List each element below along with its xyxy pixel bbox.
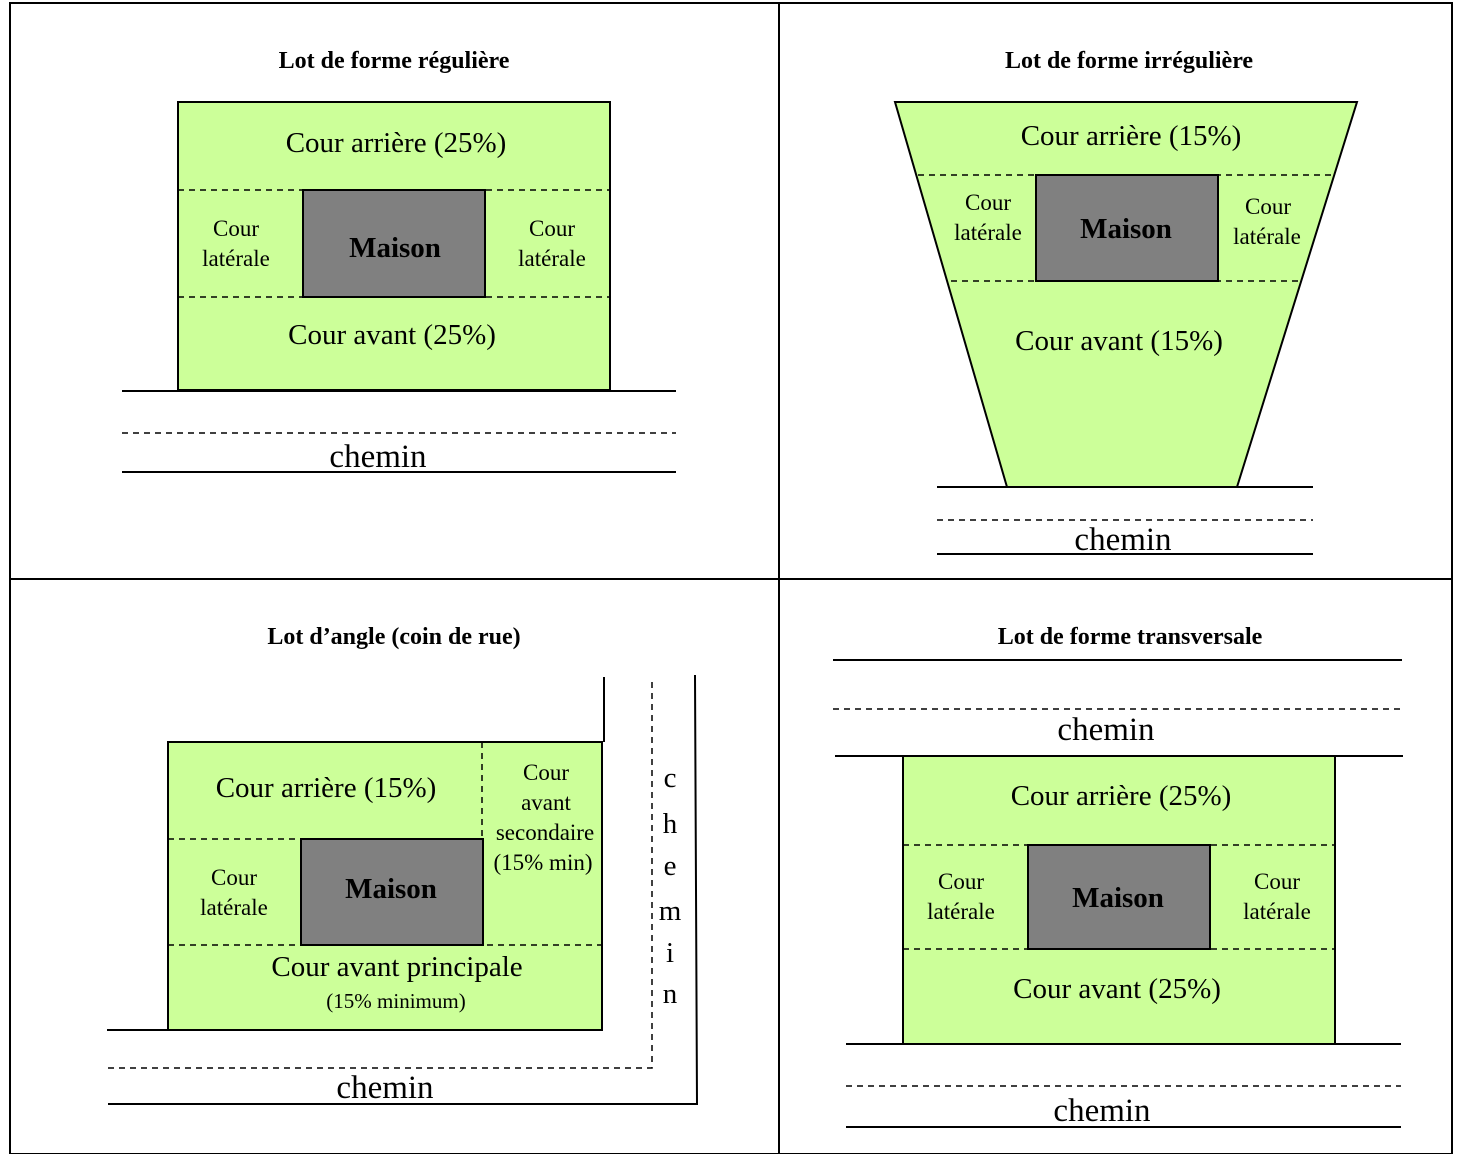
lot-area [893, 101, 1359, 488]
top-road-label: chemin [1057, 712, 1154, 748]
house-label: Maison [1072, 882, 1164, 914]
secondary-front-yard-line1: Cour [523, 760, 569, 785]
side-yard-right-line2: latérale [518, 246, 586, 271]
panel-grid [9, 2, 1453, 1154]
side-yard-left-line1: Cour [211, 865, 257, 890]
rear-yard-label: Cour arrière (25%) [286, 127, 507, 159]
house-block [1035, 174, 1219, 282]
house-label: Maison [349, 232, 441, 264]
front-yard-label: Cour avant (15%) [1015, 325, 1223, 357]
panel-title: Lot de forme irrégulière [1005, 48, 1253, 74]
side-road-letter: n [663, 978, 678, 1010]
front-yard-label: Cour avant (25%) [1013, 973, 1221, 1005]
road-label: chemin [1074, 522, 1171, 558]
road-outer-edge [108, 674, 699, 1105]
side-yard-right-line1: Cour [1254, 869, 1300, 894]
secondary-front-yard-line3: secondaire [496, 820, 594, 845]
panel-irregular-lot: Lot de forme irrégulière Cour arrière (1… [893, 48, 1359, 558]
panel-title: Lot de forme régulière [279, 48, 510, 74]
side-road-letter: m [659, 895, 682, 927]
house-block [300, 838, 484, 946]
panel-transversal-lot: Lot de forme transversale chemin Cour ar… [833, 624, 1403, 1129]
road-centerline [108, 677, 653, 1069]
secondary-front-yard-line4: (15% min) [493, 850, 592, 875]
side-road-letter: e [664, 850, 677, 882]
main-front-yard-label: Cour avant principale [271, 951, 522, 983]
front-yard-label: Cour avant (25%) [288, 319, 496, 351]
side-yard-left-line2: latérale [927, 899, 995, 924]
panel-title: Lot de forme transversale [998, 624, 1263, 650]
house-label: Maison [1080, 213, 1172, 245]
side-road-label: c h e m i n [659, 762, 682, 1010]
side-yard-right-line1: Cour [529, 216, 575, 241]
secondary-front-yard-line2: avant [521, 790, 571, 815]
house-label: Maison [345, 873, 437, 905]
side-yard-left-line1: Cour [938, 869, 984, 894]
side-road-letter: h [663, 808, 678, 840]
main-front-yard-sublabel: (15% minimum) [326, 989, 465, 1013]
side-road-letter: c [664, 762, 677, 794]
house-block [302, 189, 486, 298]
side-yard-left-line2: latérale [200, 895, 268, 920]
side-yard-left-line1: Cour [213, 216, 259, 241]
panel-corner-lot: Lot d’angle (coin de rue) Cour arrière (… [107, 624, 699, 1106]
rear-yard-label: Cour arrière (25%) [1011, 780, 1232, 812]
road-label: chemin [329, 439, 426, 475]
side-yard-right-line2: latérale [1233, 224, 1301, 249]
side-yard-right-line2: latérale [1243, 899, 1311, 924]
side-road-letter: i [666, 937, 674, 969]
bottom-road-label: chemin [1053, 1093, 1150, 1129]
side-yard-left-line2: latérale [954, 220, 1022, 245]
side-yard-right-line1: Cour [1245, 194, 1291, 219]
rear-yard-label: Cour arrière (15%) [216, 772, 437, 804]
side-yard-left-line1: Cour [965, 190, 1011, 215]
panel-regular-lot: Lot de forme régulière Cour arrière (25%… [122, 48, 676, 475]
side-yard-left-line2: latérale [202, 246, 270, 271]
panel-title: Lot d’angle (coin de rue) [267, 624, 520, 650]
rear-yard-label: Cour arrière (15%) [1021, 120, 1242, 152]
house-block [1027, 844, 1211, 950]
bottom-road-label: chemin [336, 1070, 433, 1106]
